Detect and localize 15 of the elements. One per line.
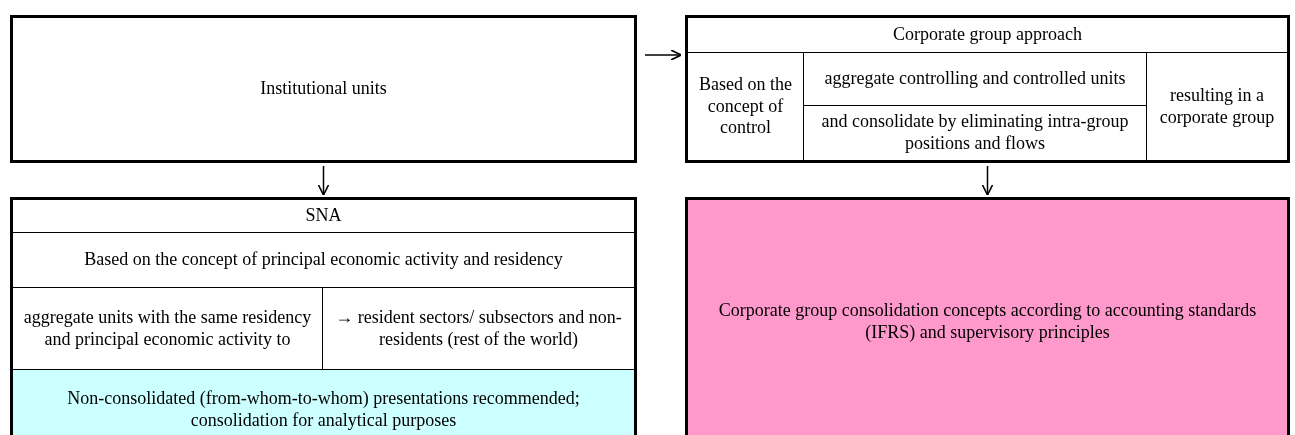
table-cell: Based on the concept of control: [688, 52, 804, 160]
arrow: [644, 48, 682, 62]
approach-panel: [685, 15, 1290, 163]
table-cell: aggregate controlling and controlled units: [804, 52, 1146, 106]
concept-box: Corporate group consolidation concepts according to accounting standards (IFRS) and supervisory principles: [685, 197, 1290, 435]
highlight-cell: Non-consolidated (from-whom-to-whom) presentations recommended; consolidation for analytical purposes: [13, 370, 634, 435]
arrow: [317, 165, 330, 196]
table-cell: resulting in a corporate group: [1146, 52, 1287, 160]
table-cell: Based on the concept of principal economic activity and residency: [13, 232, 634, 288]
unit-box: Institutional units: [10, 15, 637, 163]
panel-heading: SNA: [305, 205, 342, 227]
approach-panel: [10, 197, 637, 435]
arrow: [981, 165, 994, 196]
panel-heading: Corporate group approach: [893, 24, 1082, 46]
table-cell: and consolidate by eliminating intra-group positions and flows: [804, 106, 1146, 160]
